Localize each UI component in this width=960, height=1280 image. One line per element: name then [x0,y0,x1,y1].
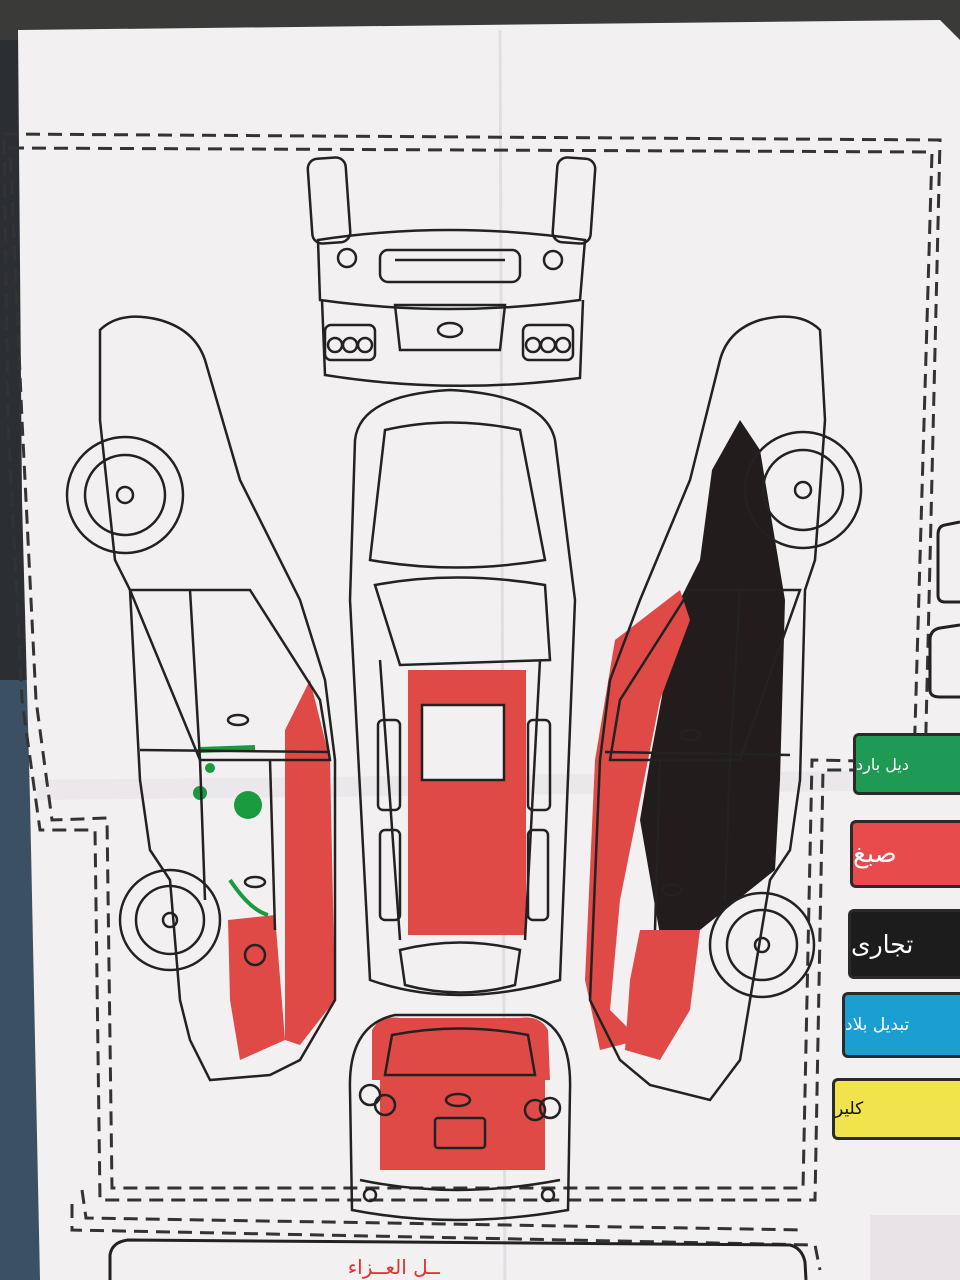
car-left-side-view [65,315,337,1082]
legend-clear: كلير [832,1078,960,1140]
car-front-view [306,156,597,388]
dashed-border [2,132,942,1271]
legend-label: تجارى [851,929,914,959]
legend-paint: صبغ [850,820,960,888]
legend-commercial: تجارى [848,909,960,979]
car-rear-view [348,1013,572,1222]
car-top-view [348,388,577,997]
legend-label: صبغ [853,839,897,869]
legend-label: كلير [835,1099,864,1119]
legend-hard-replacement: ديل بارد [853,733,960,795]
footer-partial-text: ــل العــزاء [347,1255,440,1279]
legend-label: ديل بارد [856,754,909,774]
legend-label: تبديل بلاد [845,1015,910,1035]
car-right-side-view [585,315,863,1102]
legend-country-replacement: تبديل بلاد [842,992,960,1058]
